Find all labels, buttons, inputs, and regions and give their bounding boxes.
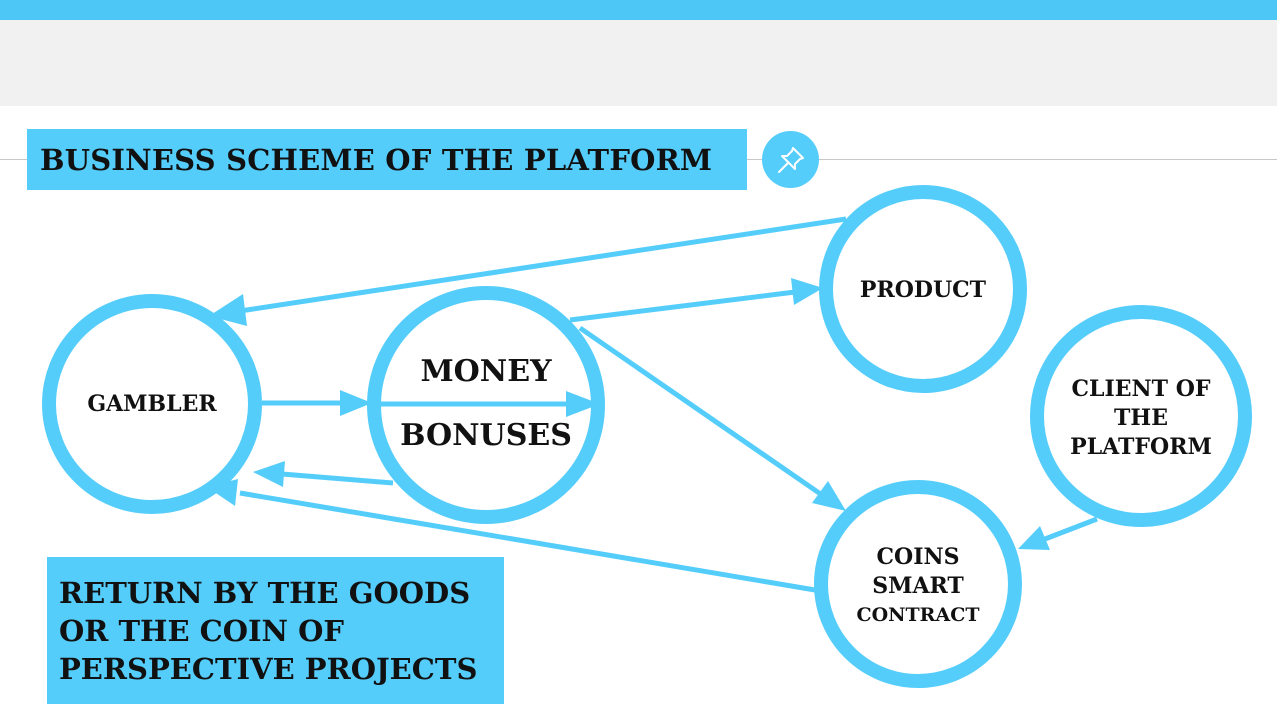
product-label: PRODUCT xyxy=(859,277,987,303)
arrowhead-coins xyxy=(812,481,846,511)
coins-label-line-3: CONTRACT xyxy=(856,603,980,626)
product-node xyxy=(819,185,1027,393)
client-label-line-3: PLATFORM xyxy=(1070,433,1212,460)
arrowhead-coins-client xyxy=(1018,526,1050,550)
money-label: MONEY xyxy=(420,353,552,389)
return-note-line-2: OR THE COIN OF xyxy=(59,613,345,648)
client-node xyxy=(1030,305,1252,527)
arrow-client-to-coins xyxy=(1044,516,1098,542)
return-note-line-3: PERSPECTIVE PROJECTS xyxy=(59,651,478,686)
arrowhead-money-left xyxy=(340,390,372,416)
page-title-text: BUSINESS SCHEME OF THE PLATFORM xyxy=(40,142,713,177)
header-band xyxy=(0,20,1277,106)
arrow-money-to-gambler xyxy=(281,471,394,486)
return-note-line-1: RETURN BY THE GOODS xyxy=(59,575,471,610)
client-label: CLIENT OF THE PLATFORM xyxy=(1056,373,1226,463)
coins-label-line-1: COINS xyxy=(876,543,960,570)
client-label-line-2: THE xyxy=(1114,404,1168,431)
gambler-node xyxy=(42,294,262,514)
top-accent-bar xyxy=(0,0,1277,20)
arrow-product-to-gambler xyxy=(239,216,847,314)
coins-label-line-2: SMART xyxy=(872,572,964,599)
arrowhead-bonuses-inner xyxy=(566,391,600,417)
arrow-coins-to-gambler xyxy=(239,490,816,593)
pin-button[interactable] xyxy=(762,131,819,188)
pushpin-icon xyxy=(777,146,804,173)
coins-node xyxy=(814,480,1022,688)
page-title: BUSINESS SCHEME OF THE PLATFORM xyxy=(27,129,747,190)
arrow-money-to-coins xyxy=(578,325,824,498)
coins-label: COINS SMART CONTRACT xyxy=(843,542,993,630)
arrowhead-gambler-mid xyxy=(253,461,285,487)
gambler-label: GAMBLER xyxy=(87,391,217,417)
bonuses-label: BONUSES xyxy=(400,417,572,453)
arrow-money-to-product xyxy=(569,289,796,323)
client-label-line-1: CLIENT OF xyxy=(1071,375,1211,402)
arrowhead-product xyxy=(791,278,823,305)
return-note: RETURN BY THE GOODS OR THE COIN OF PERSP… xyxy=(47,557,504,704)
